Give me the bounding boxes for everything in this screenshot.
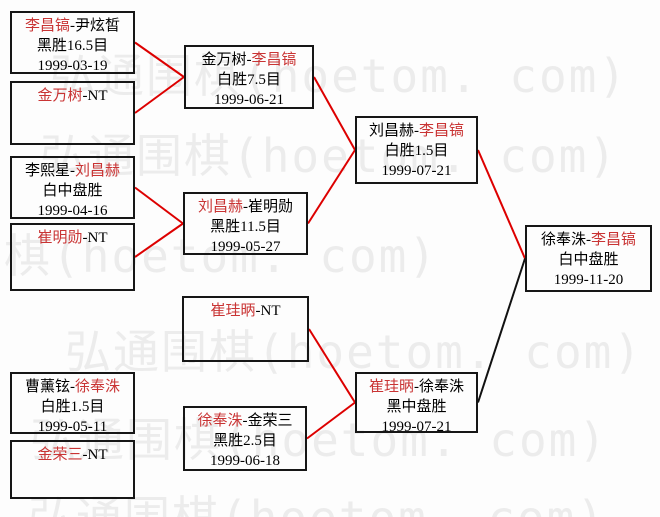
match-result: 黑胜16.5目 [36, 38, 109, 54]
match-date: 1999-04-16 [37, 203, 108, 219]
watermark-text: 弘通围棋(hoetom. com) [0, 229, 439, 283]
player-name: 李昌镐 [419, 123, 465, 139]
player-name: NT [87, 230, 108, 246]
names-dash: - [246, 52, 252, 68]
match-result: 黑胜11.5目 [210, 219, 281, 235]
match-box-yoo-lee[interactable]: 刘昌赫-李昌镐 白胜1.5目 1999-07-21 [355, 116, 478, 184]
watermark-text: 弘通围棋(hoetom. com) [28, 482, 606, 517]
names-dash: - [82, 447, 88, 463]
match-box-final-seo-lee[interactable]: 徐奉洙-李昌镐 白中盘胜 1999-11-20 [525, 225, 652, 292]
connector-line [477, 258, 526, 403]
player-name: 李昌镐 [251, 52, 297, 68]
match-box-kimys-bye[interactable]: 金荣三-NT [10, 440, 135, 499]
match-date: 1999-07-21 [381, 419, 452, 435]
match-players: 崔明勋-NT [12, 228, 133, 248]
match-result: 黑中盘胜 [386, 399, 447, 415]
names-dash: - [255, 303, 261, 319]
watermark-text: 弘通围棋(hoetom. com) [40, 129, 619, 183]
match-players: 崔珪昞-NT [184, 301, 307, 321]
match-result: 黑胜2.5目 [213, 433, 277, 449]
names-dash: - [70, 18, 75, 34]
player-name: 李昌镐 [24, 18, 70, 34]
connector-line [313, 76, 356, 151]
player-name: 崔珪昞 [210, 303, 256, 319]
match-players: 曹薰铉-徐奉洙 [12, 377, 133, 397]
names-dash: - [414, 123, 419, 139]
match-box-yoo-choims[interactable]: 刘昌赫-崔明勋 黑胜11.5目 1999-05-27 [183, 192, 308, 255]
match-box-choikb-bye[interactable]: 崔珪昞-NT [182, 296, 309, 362]
match-result: 白胜1.5目 [384, 143, 449, 159]
match-players: 李熙星-刘昌赫 [12, 161, 133, 181]
player-name: 崔珪昞 [368, 379, 414, 395]
match-box-kim-bye[interactable]: 金万树-NT [10, 81, 135, 145]
match-box-kim-lee[interactable]: 金万树-李昌镐 白胜7.5目 1999-06-21 [184, 45, 314, 109]
match-players: 金荣三-NT [12, 445, 133, 465]
match-result: 白胜7.5目 [217, 72, 281, 88]
match-date: 1999-11-20 [553, 272, 624, 288]
connector-line [134, 186, 184, 225]
match-players: 徐奉洙-金荣三 [185, 411, 305, 431]
match-date: 1999-06-18 [210, 453, 280, 469]
player-name: 徐奉洙 [540, 232, 586, 248]
player-name: 金荣三 [247, 413, 293, 429]
connector-line [134, 41, 185, 78]
player-name: 崔明勋 [248, 199, 294, 215]
player-name: NT [87, 88, 108, 104]
player-name: 崔明勋 [37, 230, 83, 246]
match-players: 刘昌赫-崔明勋 [185, 197, 306, 217]
player-name: NT [260, 303, 281, 319]
match-players: 金万树-NT [12, 86, 133, 106]
player-name: 徐奉洙 [419, 379, 465, 395]
match-players: 崔珪昞-徐奉洙 [357, 377, 476, 397]
player-name: 徐奉洙 [197, 413, 243, 429]
match-result: 白胜1.5目 [40, 399, 105, 415]
player-name: 刘昌赫 [197, 199, 243, 215]
match-players: 金万树-李昌镐 [186, 50, 312, 70]
match-box-choikb-seo[interactable]: 崔珪昞-徐奉洙 黑中盘胜 1999-07-21 [355, 372, 478, 435]
match-box-lee-yun[interactable]: 李昌镐-尹炫皙 黑胜16.5目 1999-03-19 [10, 11, 135, 74]
match-date: 1999-03-19 [37, 58, 108, 74]
player-name: NT [87, 447, 108, 463]
connector-line [134, 76, 185, 114]
names-dash: - [82, 88, 88, 104]
connector-line [134, 222, 184, 258]
match-date: 1999-05-27 [210, 239, 281, 255]
connector-line [308, 328, 356, 404]
player-name: 金万树 [201, 52, 247, 68]
match-box-cho-seo[interactable]: 曹薰铉-徐奉洙 白胜1.5目 1999-05-11 [10, 372, 135, 435]
match-result: 白中盘胜 [558, 252, 619, 268]
names-dash: - [70, 163, 75, 179]
player-name: 李熙星 [24, 163, 70, 179]
player-name: 金万树 [37, 88, 83, 104]
player-name: 徐奉洙 [75, 379, 121, 395]
match-date: 1999-05-11 [37, 419, 108, 435]
match-date: 1999-06-21 [214, 92, 284, 108]
match-players: 李昌镐-尹炫皙 [12, 16, 133, 36]
names-dash: - [82, 230, 88, 246]
names-dash: - [70, 379, 75, 395]
connector-line [307, 149, 356, 225]
match-result: 白中盘胜 [42, 183, 103, 199]
connector-line [306, 401, 356, 440]
player-name: 金荣三 [37, 447, 83, 463]
names-dash: - [242, 413, 248, 429]
match-date: 1999-07-21 [381, 163, 452, 179]
watermark-text: 弘通围棋(hoetom. com) [65, 325, 644, 379]
player-name: 尹炫皙 [75, 18, 121, 34]
names-dash: - [243, 199, 248, 215]
match-box-seo-kimys[interactable]: 徐奉洙-金荣三 黑胜2.5目 1999-06-18 [183, 406, 307, 471]
names-dash: - [414, 379, 419, 395]
match-players: 刘昌赫-李昌镐 [357, 121, 476, 141]
connector-line [477, 149, 526, 259]
names-dash: - [586, 232, 591, 248]
player-name: 刘昌赫 [75, 163, 121, 179]
player-name: 李昌镐 [591, 232, 637, 248]
match-box-leehs-yoo[interactable]: 李熙星-刘昌赫 白中盘胜 1999-04-16 [10, 156, 135, 219]
player-name: 刘昌赫 [368, 123, 414, 139]
match-box-choims-bye[interactable]: 崔明勋-NT [10, 223, 135, 291]
player-name: 曹薰铉 [24, 379, 70, 395]
watermark-text: 弘通围棋(hoetom. com) [50, 49, 629, 103]
match-players: 徐奉洙-李昌镐 [527, 230, 650, 250]
